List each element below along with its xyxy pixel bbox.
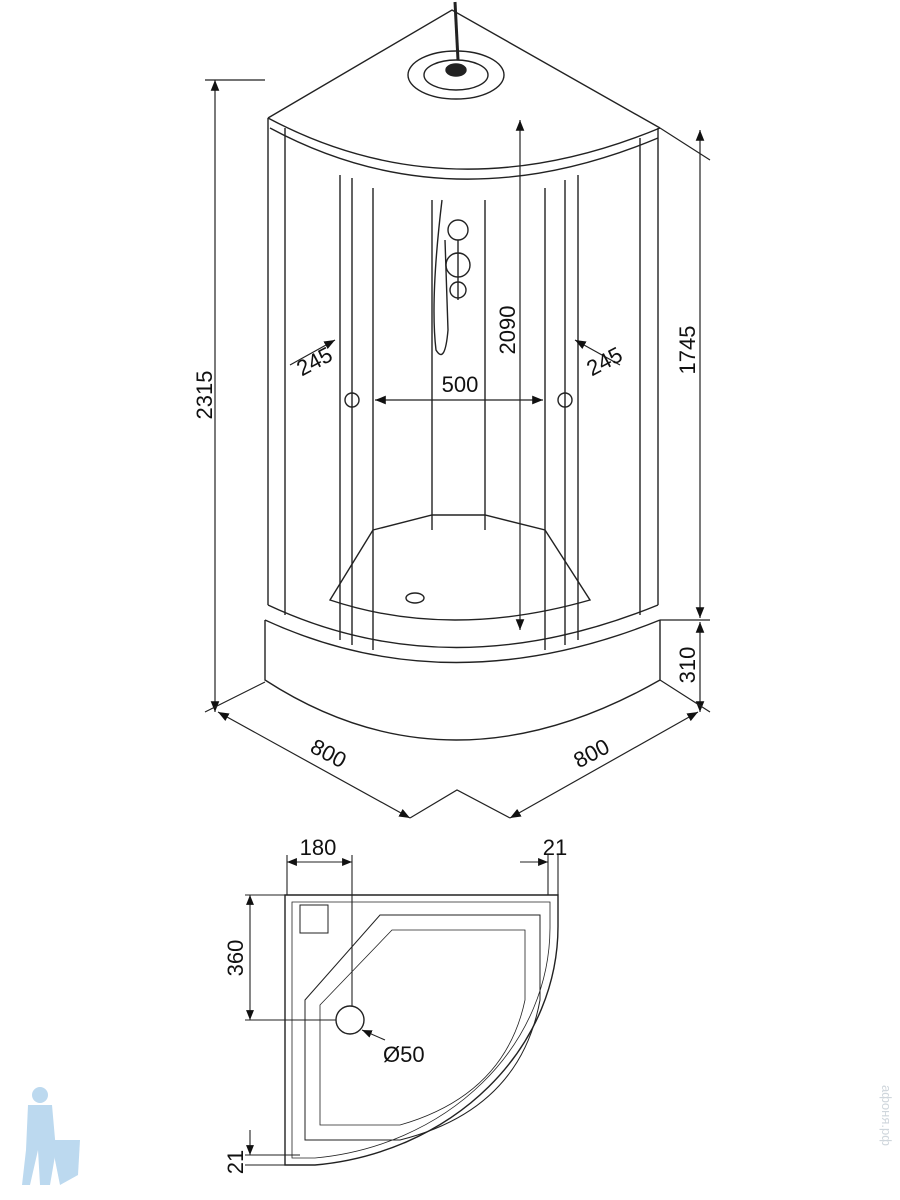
dim-door-width: 500 [442, 372, 479, 397]
dim-side-left: 245 [292, 342, 336, 381]
cabin-perspective-view [264, 1, 661, 741]
dim-total-height: 2315 [192, 371, 217, 420]
dim-wall-gap-right: 21 [543, 835, 567, 860]
drain-hole [335, 1005, 365, 1035]
dim-wall-gap-bottom: 21 [223, 1150, 248, 1174]
dim-drain-offset-x: 180 [300, 835, 337, 860]
tray-plan-view [284, 894, 559, 1166]
overhead-shower-icon [407, 50, 505, 100]
drain-icon [405, 592, 425, 604]
dim-drain-diameter: Ø50 [383, 1042, 425, 1067]
plumber-logo [22, 1087, 80, 1185]
dim-drain-offset-y: 360 [223, 940, 248, 977]
dim-width-left: 800 [306, 734, 350, 773]
dim-tray-height: 310 [675, 647, 700, 684]
dim-cabin-height: 1745 [675, 326, 700, 375]
dim-width-right: 800 [569, 734, 613, 773]
dimension-lines [204, 79, 711, 819]
plan-dimension-lines [245, 855, 559, 1166]
dim-inner-height: 2090 [495, 306, 520, 355]
watermark: афоня.рф [879, 1085, 894, 1146]
